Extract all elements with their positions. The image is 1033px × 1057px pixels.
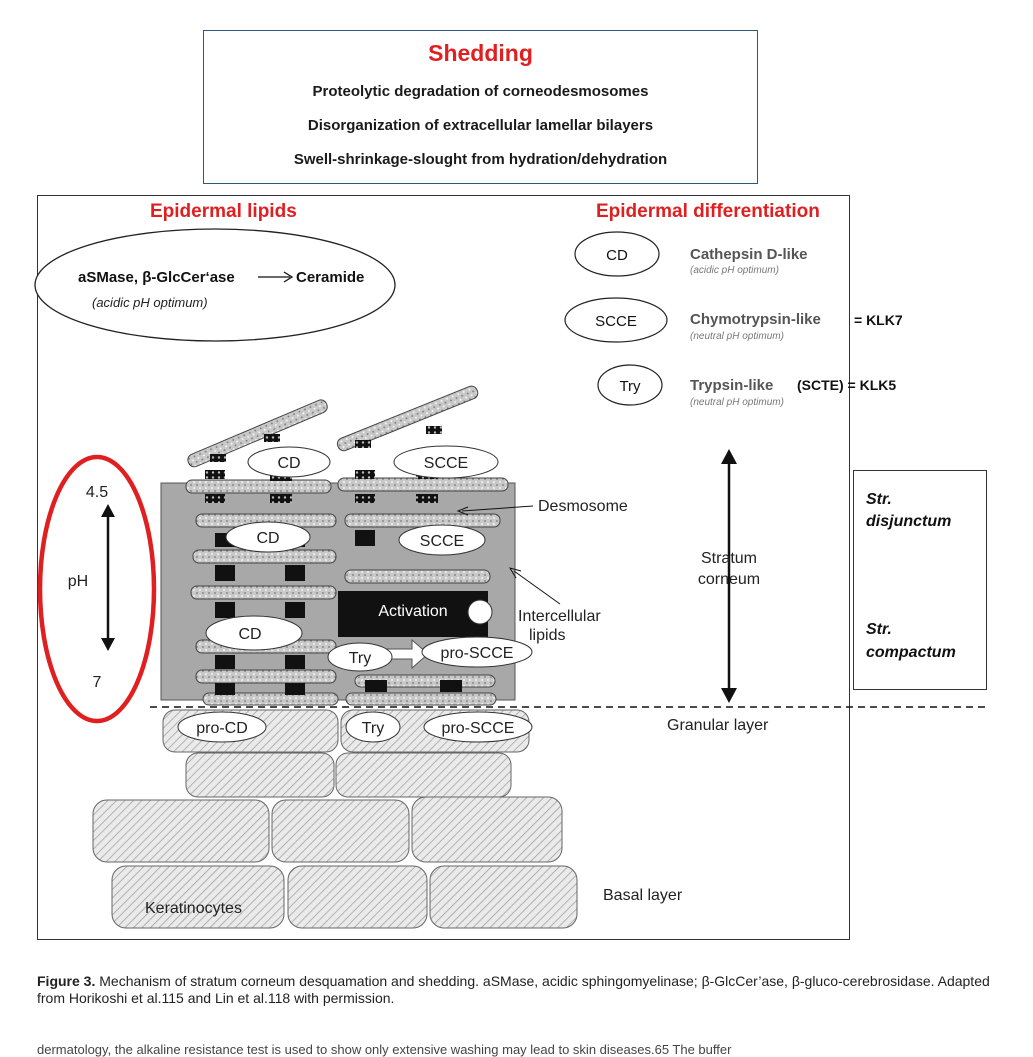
spinous-cell xyxy=(185,752,335,798)
spinous-cell xyxy=(271,799,410,863)
legend-cd-name: Cathepsin D-like xyxy=(690,246,808,263)
caption-label: Figure 3. xyxy=(37,973,96,989)
legend-scce-extra: = KLK7 xyxy=(854,312,903,328)
stratum-arrow-up-icon xyxy=(721,449,737,464)
flake-left xyxy=(187,399,328,468)
figure-caption: Figure 3. Mechanism of stratum corneum d… xyxy=(37,973,997,1007)
diagram-pro-scce-low-label: pro-SCCE xyxy=(441,645,514,662)
legend-try-note: (neutral pH optimum) xyxy=(690,397,784,408)
flake-desmosome xyxy=(210,454,226,462)
diagram-cd-low xyxy=(205,615,303,651)
differentiation-heading: Epidermal differentiation xyxy=(596,201,820,222)
legend-scce-note: (neutral pH optimum) xyxy=(690,331,784,342)
flake-right xyxy=(336,385,479,452)
lipids-product: Ceramide xyxy=(296,269,364,286)
corneocyte-rows-left xyxy=(185,479,339,706)
stratum-arrow-down-icon xyxy=(721,688,737,703)
side-disjunctum-1: Str. xyxy=(866,491,892,508)
stratum-label-1: Stratum xyxy=(701,550,757,567)
side-disjunctum-2: disjunctum xyxy=(866,513,952,530)
diagram-cd-top-label: CD xyxy=(277,455,300,472)
ph-arrow-down-icon xyxy=(101,638,115,651)
legend-cd-ellipse xyxy=(574,231,660,277)
flake-desmosome xyxy=(355,440,371,448)
legend-cd-abbr: CD xyxy=(606,247,628,264)
shedding-title: Shedding xyxy=(428,40,533,66)
legend-scce-name: Chymotrypsin-like xyxy=(690,311,821,328)
diagram-pro-cd xyxy=(177,711,267,743)
diagram-pro-scce-granular xyxy=(423,711,533,743)
layer-side-box: Str. disjunctum Str. compactum xyxy=(853,470,987,690)
ph-label: pH xyxy=(68,573,88,590)
lipids-note: (acidic pH optimum) xyxy=(92,295,208,310)
flake-desmosome xyxy=(264,434,280,442)
diagram-try-low-label: Try xyxy=(349,650,372,667)
basal-label: Basal layer xyxy=(603,887,683,904)
lipids-heading: Epidermal lipids xyxy=(150,201,297,222)
diagram-scce-top-label: SCCE xyxy=(424,455,468,472)
lipids-ellipse xyxy=(34,228,396,342)
intercellular-label-1: Intercellular xyxy=(518,608,601,625)
shedding-box: Shedding Proteolytic degradation of corn… xyxy=(203,30,758,184)
basal-cell xyxy=(429,865,578,929)
side-compactum-2: compactum xyxy=(866,644,956,661)
side-compactum-1: Str. xyxy=(866,621,892,638)
ph-arrow-up-icon xyxy=(101,504,115,517)
diagram-cd-top xyxy=(247,446,331,478)
legend-try-abbr: Try xyxy=(619,378,641,395)
shedding-line-1: Proteolytic degradation of corneodesmoso… xyxy=(312,83,649,100)
diagram-try-granular xyxy=(345,711,401,743)
legend-try-name: Trypsin-like xyxy=(690,377,773,394)
diagram-try-low xyxy=(327,642,393,672)
diagram-cd-low-label: CD xyxy=(238,626,261,643)
granular-label: Granular layer xyxy=(667,717,769,734)
legend-try-ellipse xyxy=(597,364,663,406)
desquamation-diagram: aSMase, β-GlcCer‘ase Ceramide (acidic pH… xyxy=(34,228,990,929)
activation-block xyxy=(338,591,488,637)
basal-cell xyxy=(111,865,285,929)
diagram-cd-mid xyxy=(225,521,311,553)
diagram-cd-mid-label: CD xyxy=(256,530,279,547)
lipids-reaction: aSMase, β-GlcCer‘ase xyxy=(78,269,235,286)
figure-frame xyxy=(37,195,850,940)
activation-label: Activation xyxy=(378,603,447,620)
ph-top: 4.5 xyxy=(86,484,108,501)
ph-bottom: 7 xyxy=(93,674,102,691)
legend-scce-ellipse xyxy=(564,297,668,343)
shedding-line-3: Swell-shrinkage-slought from hydration/d… xyxy=(293,151,668,168)
legend-scce-abbr: SCCE xyxy=(595,313,637,330)
diagram-pro-scce-granular-label: pro-SCCE xyxy=(442,720,515,737)
caption-text: Mechanism of stratum corneum desquamatio… xyxy=(37,973,990,1006)
diagram-scce-top xyxy=(393,445,499,479)
spinous-cell xyxy=(335,752,512,798)
intercellular-label-2: lipids xyxy=(529,627,565,644)
ph-ellipse xyxy=(37,454,157,724)
diagram-try-granular-label: Try xyxy=(362,720,385,737)
stratum-label-2: corneum xyxy=(698,571,760,588)
flake-desmosome xyxy=(426,426,442,434)
desmosome-label: Desmosome xyxy=(538,498,628,515)
legend-cd-note: (acidic pH optimum) xyxy=(690,265,779,276)
corneocyte-rows-right xyxy=(337,477,509,706)
keratinocytes-label: Keratinocytes xyxy=(145,900,242,917)
diagram-pro-scce-low xyxy=(421,636,533,668)
diagram-scce-mid xyxy=(398,524,486,556)
spinous-cell xyxy=(92,799,270,863)
basal-cell xyxy=(287,865,428,929)
spinous-cell xyxy=(411,796,563,863)
diagram-scce-mid-label: SCCE xyxy=(420,533,464,550)
diagram-pro-cd-label: pro-CD xyxy=(196,720,248,737)
body-text-cutoff: dermatology, the alkaline resistance tes… xyxy=(37,1042,732,1057)
shedding-line-2: Disorganization of extracellular lamella… xyxy=(307,117,654,134)
legend-try-extra: (SCTE) = KLK5 xyxy=(797,377,896,393)
